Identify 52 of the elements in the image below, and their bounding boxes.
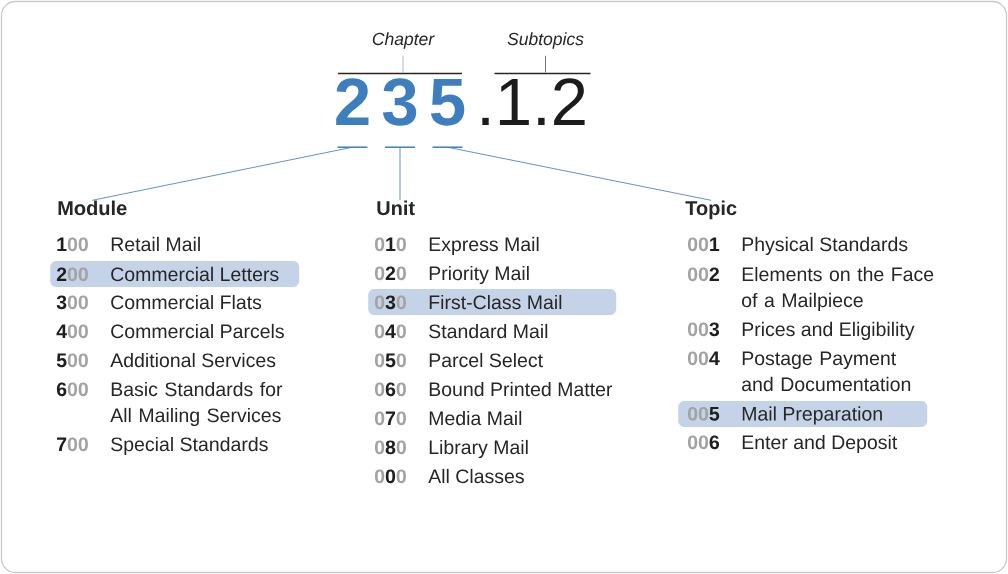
column-heading: Unit — [377, 200, 415, 216]
subtopic-number: .1.2 — [482, 78, 585, 125]
bracket-bar — [494, 72, 591, 75]
section-number: 500 — [56, 353, 88, 368]
underlined-digit: 3 — [382, 78, 417, 148]
highlighted-row — [678, 401, 928, 427]
section-title: Bound Printed Matter — [429, 381, 613, 397]
leader-line — [91, 146, 353, 201]
section-title: Mail Preparation — [742, 406, 882, 425]
section-title: Parcel Select — [429, 352, 543, 368]
highlighted-row — [368, 289, 617, 315]
section-title: Elements on the Face of a Mailpiece — [742, 266, 934, 312]
section-title: First-Class Mail — [429, 294, 562, 310]
callout-label: Subtopics — [507, 32, 584, 49]
leader-line — [399, 146, 401, 201]
section-number: 000 — [375, 469, 406, 484]
section-number: 003 — [688, 322, 720, 337]
underlined-digit: 5 — [430, 78, 465, 148]
section-number: 010 — [375, 237, 406, 252]
section-title: All Classes — [428, 468, 524, 484]
section-number: 050 — [375, 353, 406, 368]
leader-line — [545, 55, 546, 73]
section-number: 005 — [688, 406, 720, 421]
column-heading: Topic — [685, 200, 737, 220]
section-number: 004 — [688, 351, 720, 366]
callout-label: Chapter — [372, 32, 435, 49]
leader-line — [402, 55, 404, 73]
section-number: 400 — [56, 324, 88, 339]
highlighted-row — [50, 261, 300, 287]
section-title: Commercial Letters — [111, 266, 279, 282]
section-number: 030 — [375, 295, 406, 310]
section-title: Additional Services — [110, 352, 276, 368]
section-title: Prices and Eligibility — [742, 321, 915, 341]
underlined-digit: 2 — [336, 78, 369, 148]
section-title: Special Standards — [111, 436, 268, 456]
section-number: 700 — [57, 437, 88, 452]
column-heading: Module — [58, 200, 127, 216]
section-number: 060 — [375, 382, 406, 397]
section-number: 600 — [56, 382, 88, 397]
section-number: 200 — [56, 267, 88, 282]
section-number: 080 — [375, 440, 406, 455]
section-title: Basic Standards for All Mailing Services — [110, 381, 283, 427]
bracket-bar — [338, 72, 462, 75]
section-title: Commercial Parcels — [111, 323, 284, 339]
section-title: Library Mail — [429, 439, 528, 459]
section-title: Express Mail — [429, 236, 539, 256]
section-number: 001 — [688, 237, 720, 252]
leader-line — [447, 146, 712, 201]
section-title: Physical Standards — [742, 236, 908, 256]
section-number: 070 — [375, 411, 406, 426]
section-title: Media Mail — [429, 410, 522, 426]
section-number: 002 — [688, 267, 719, 282]
